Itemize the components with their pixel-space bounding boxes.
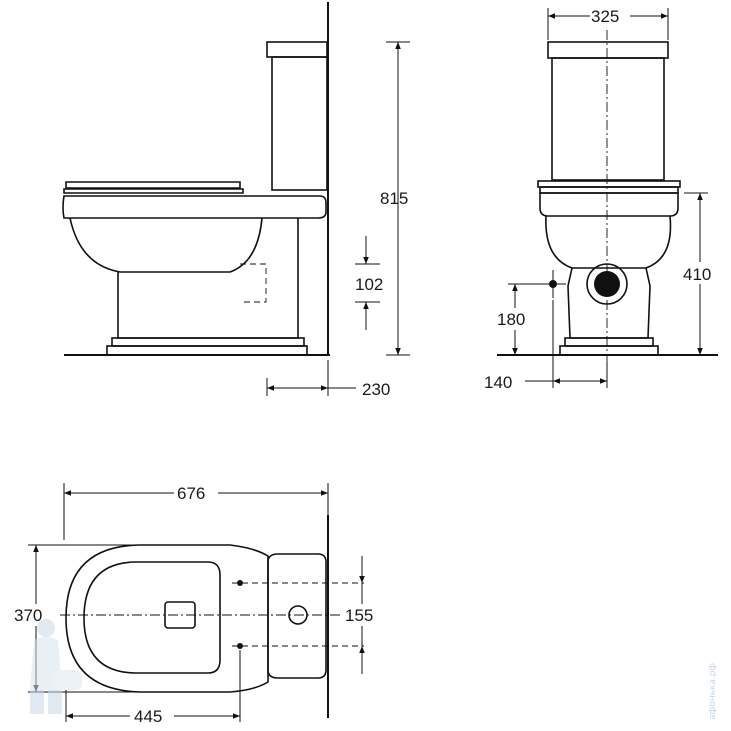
hidden-outlet — [240, 263, 267, 303]
bowl-body — [69, 217, 263, 273]
bowl-rim — [62, 195, 327, 219]
dim-155: 155 — [345, 606, 373, 625]
dim-230: 230 — [362, 380, 390, 399]
side-view: 815 102 230 — [62, 2, 410, 399]
dim-445: 445 — [134, 707, 162, 726]
tank-body — [271, 56, 328, 191]
outlet-ring — [586, 263, 628, 305]
plumber-mascot-icon — [30, 619, 82, 714]
dim-676: 676 — [177, 484, 205, 503]
fixing-hole-top — [237, 580, 243, 586]
pedestal — [117, 218, 299, 339]
dim-102: 102 — [355, 275, 383, 294]
dim-180: 180 — [497, 310, 525, 329]
top-bowl-outline — [65, 544, 269, 693]
dim-325: 325 — [591, 7, 619, 26]
watermark-text: афонька.рф — [708, 663, 718, 720]
front-tank-lid — [547, 41, 669, 59]
top-seat-inner — [83, 561, 221, 674]
front-view: 325 410 180 140 — [484, 4, 720, 392]
top-tank — [267, 553, 327, 679]
dim-140: 140 — [484, 373, 512, 392]
dim-410: 410 — [683, 265, 711, 284]
top-view: 676 370 155 445 — [14, 482, 384, 728]
tank-lid — [266, 41, 328, 58]
dim-370: 370 — [14, 606, 42, 625]
dim-815: 815 — [380, 189, 408, 208]
front-bowl — [545, 215, 672, 269]
front-tank-body — [551, 57, 665, 181]
fixing-hole-bottom — [237, 643, 243, 649]
seat-lid — [65, 181, 241, 189]
watermark: афонька.рф — [30, 619, 718, 720]
outlet-hole — [594, 271, 620, 297]
